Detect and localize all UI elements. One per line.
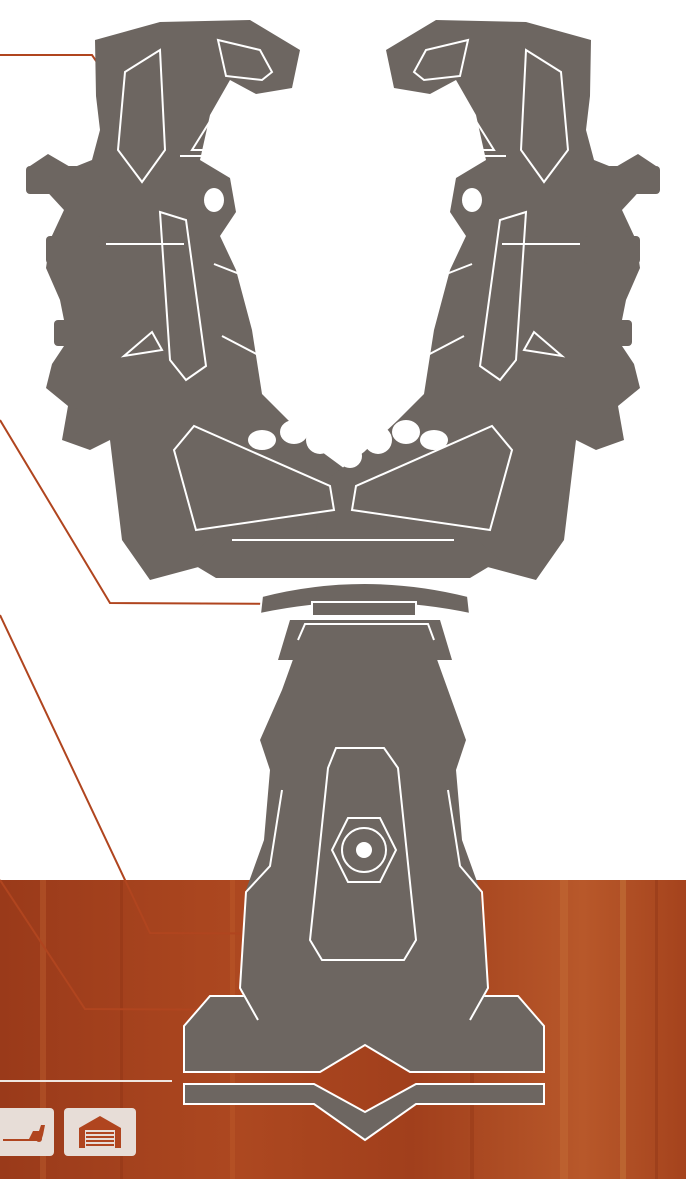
mount-yoke — [260, 583, 470, 660]
footer-divider — [0, 1080, 172, 1082]
mount-body — [240, 640, 488, 1022]
vehicle-mount-button[interactable] — [0, 1108, 54, 1156]
left-jaw — [30, 20, 372, 580]
right-jaw — [314, 20, 656, 580]
garage-button[interactable] — [64, 1108, 136, 1156]
mount-jaws — [26, 20, 660, 580]
garage-icon — [75, 1114, 125, 1150]
vehicle-mount-icon — [0, 1117, 49, 1147]
jaw-bridge — [186, 530, 500, 578]
